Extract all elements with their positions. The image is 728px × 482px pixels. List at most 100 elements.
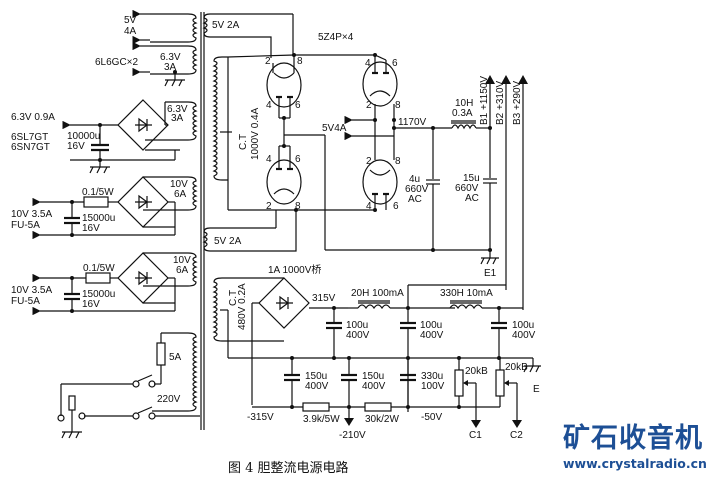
label-b1: B1 +1150V (479, 76, 490, 125)
rail-b1 (485, 75, 495, 128)
label-6sl7gt: 6SL7GT (11, 132, 48, 143)
cap-330u-value: 330u (421, 371, 443, 382)
cap-15u (483, 128, 497, 252)
svg-text:8: 8 (297, 56, 303, 67)
cap-4u (426, 128, 440, 252)
cap-15u-voltage: 660V (455, 183, 479, 194)
svg-text:4: 4 (365, 58, 371, 69)
res-0p1-5w-b: 0.1/5W (83, 263, 115, 274)
svg-text:2: 2 (265, 56, 271, 67)
svg-text:6: 6 (295, 100, 301, 111)
label-neg315v: -315V (247, 412, 274, 423)
cap-330u-voltage: 100V (421, 381, 445, 392)
label-fu-5a-b: FU-5A (11, 296, 40, 307)
label-b3: B3 +290V (512, 80, 523, 125)
winding-10v-6a-2 (143, 252, 198, 311)
cap-100u-2-value: 100u (420, 320, 442, 331)
cap-150u-1-value: 150u (305, 371, 327, 382)
res-3p9k (302, 402, 330, 412)
label-10v-b: 10V (173, 255, 191, 266)
cap-150u-1-voltage: 400V (305, 381, 329, 392)
fuse-5a (156, 342, 166, 366)
winding-6v3-3a-heater (132, 41, 198, 87)
choke-10h-value: 10H (455, 98, 473, 109)
label-6sn7gt: 6SN7GT (11, 142, 50, 153)
label-neg210v: -210V (339, 430, 366, 441)
svg-text:6: 6 (393, 201, 399, 212)
label-fuse-5a: 5A (169, 352, 182, 363)
choke-20h (348, 300, 455, 310)
watermark-title: 矿石收音机 (563, 422, 703, 454)
svg-text:4: 4 (366, 201, 372, 212)
choke-10h-current: 0.3A (452, 108, 473, 119)
label-5v-2a-top: 5V 2A (212, 20, 240, 31)
label-1000v-0p4a: 1000V 0.4A (250, 107, 261, 160)
cap-4u-type: AC (408, 194, 422, 205)
label-c1: C1 (469, 430, 482, 441)
label-6v3-0p9a: 6.3V 0.9A (11, 112, 55, 123)
label-e1: E1 (484, 268, 497, 279)
winding-10v-6a-1 (143, 176, 198, 235)
label-6v3: 6.3V (160, 52, 181, 63)
cap-4u-value: 4u (409, 174, 420, 185)
winding-5v-4a (132, 9, 198, 45)
cap-330u (400, 358, 416, 407)
cap-10000u: 10000u (67, 131, 100, 142)
filament-winding-bottom (202, 210, 297, 252)
label-5z4p-x4: 5Z4P×4 (318, 32, 354, 43)
choke-330h (449, 300, 523, 310)
transformer-core (200, 12, 205, 430)
label-6l6gc: 6L6GC×2 (95, 57, 139, 68)
cap-15u-type: AC (465, 193, 479, 204)
figure-caption: 图 4 胆整流电源电路 (228, 460, 349, 476)
label-5v4a: 5V4A (322, 123, 347, 134)
label-fu-5a-a: FU-5A (11, 220, 40, 231)
bridge-rectifier-1 (117, 99, 180, 151)
label-5v: 5V (124, 15, 137, 26)
tube-5z4p-1 (266, 53, 302, 120)
cap-100u-3-value: 100u (512, 320, 534, 331)
pin-labels: 2 8 4 6 4 6 2 8 4 6 2 8 2 8 4 6 (265, 56, 401, 212)
label-20kb-1: 20kB (465, 366, 488, 377)
power-switch[interactable] (57, 374, 200, 439)
label-6a-a: 6A (174, 189, 187, 200)
label-10v-3p5a-a: 10V 3.5A (11, 209, 52, 220)
cap-16v-c: 16V (82, 299, 100, 310)
label-480v-0p2a: 480V 0.2A (237, 283, 248, 330)
pot-20kb-1[interactable] (454, 358, 481, 428)
bridge-rectifier-3 (117, 252, 175, 304)
svg-text:6: 6 (295, 154, 301, 165)
cap-100u-2-voltage: 400V (420, 330, 444, 341)
label-20kb-2: 20kB (505, 362, 528, 373)
label-330h-10ma: 330H 10mA (440, 288, 493, 299)
label-ct-2: C.T (228, 290, 239, 306)
label-10v-a: 10V (170, 179, 188, 190)
res-30k (364, 402, 392, 412)
cap-100u-1-value: 100u (346, 320, 368, 331)
label-neg50v: -50V (421, 412, 442, 423)
tube-5z4p-2 (266, 144, 302, 212)
cap-150u-2 (341, 358, 357, 426)
label-e: E (533, 384, 540, 395)
label-ct-1: C.T (238, 134, 249, 150)
label-315v: 315V (312, 293, 336, 304)
watermark-url: www.crystalradio.cn (563, 456, 707, 471)
cap-15000u-a: 15000u (82, 213, 115, 224)
output-10v-3p5a-1 (32, 196, 175, 240)
bridge-rectifier-2 (117, 176, 175, 228)
label-c2: C2 (510, 430, 523, 441)
primary-winding (152, 332, 198, 412)
label-b2: B2 +310V (495, 80, 506, 125)
cap-100u-3 (491, 308, 507, 357)
label-3p9k-5w: 3.9k/5W (303, 414, 340, 425)
svg-text:4: 4 (266, 154, 272, 165)
ground-e (523, 365, 541, 373)
cap-150u-1 (284, 358, 300, 407)
cap-15u-value: 15u (463, 173, 480, 184)
label-6a-b: 6A (176, 265, 189, 276)
label-220v: 220V (157, 394, 181, 405)
pot-20kb-2[interactable] (495, 358, 522, 428)
label-6v3b: 6.3V (167, 104, 188, 115)
cap-150u-2-voltage: 400V (362, 381, 386, 392)
